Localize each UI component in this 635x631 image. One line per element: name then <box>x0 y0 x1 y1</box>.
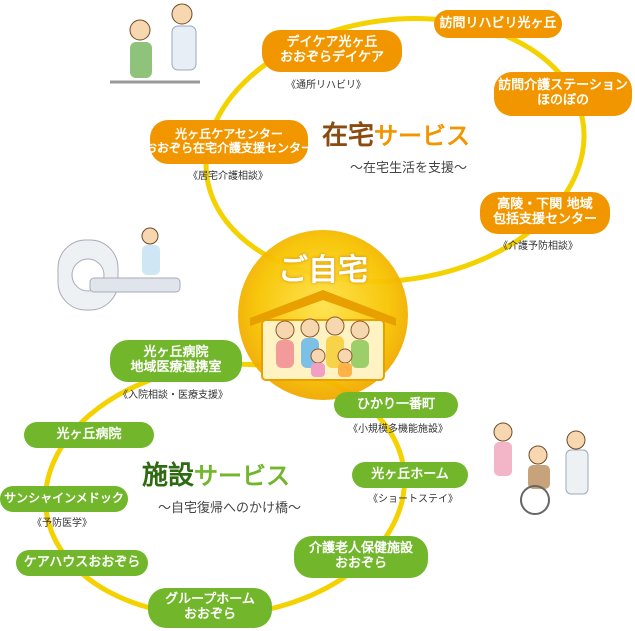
service-day-care[interactable]: デイケア光ヶ丘 おおぞらデイケア <box>262 30 402 72</box>
service-hospital[interactable]: 光ヶ丘病院 <box>24 422 154 448</box>
service-home-care-station-line2: ほのぼの <box>536 93 589 108</box>
service-care-house-line1: ケアハウスおおぞら <box>23 554 141 570</box>
service-geriatric-health-facility[interactable]: 介護老人保健施設 おおぞら <box>294 536 428 578</box>
service-hikari-ichibancho-line1: ひかり一番町 <box>356 396 435 412</box>
service-hikarigaoka-home-caption: 《ショートステイ》 <box>368 494 458 505</box>
service-regional-support-center-line2: 包括支援センター <box>492 212 597 227</box>
service-hospital-liaison-line2: 地域医療連携室 <box>130 360 222 375</box>
service-sunshine-medoc[interactable]: サンシャインメドック <box>0 486 128 512</box>
service-home-rehab[interactable]: 訪問リハビリ光ヶ丘 <box>434 10 562 38</box>
service-regional-support-center[interactable]: 高陵・下関 地域 包括支援センター <box>480 192 610 234</box>
service-day-care-line2: おおぞらデイケア <box>279 50 384 65</box>
service-geriatric-health-facility-line1: 介護老人保健施設 <box>308 541 413 557</box>
facility-services-subtitle: 〜自宅復帰へのかけ橋〜 <box>158 501 302 516</box>
service-hikarigaoka-home-line1: 光ヶ丘ホーム <box>371 466 449 482</box>
facility-services-title-a: 施設 <box>142 461 195 491</box>
service-sunshine-medoc-line1: サンシャインメドック <box>4 491 124 506</box>
facility-services-title-b: サービス <box>194 461 291 490</box>
center-home-label: ご自宅 <box>278 253 368 288</box>
service-group-home[interactable]: グループホーム おおぞら <box>148 588 272 628</box>
service-care-center[interactable]: 光ヶ丘ケアセンター おおぞら在宅介護支援センター <box>145 120 313 164</box>
service-group-home-line2: おおぞら <box>183 607 236 622</box>
service-care-center-line2: おおぞら在宅介護支援センター <box>145 141 314 155</box>
mri-scanner-illustration-icon <box>57 227 181 311</box>
facility-services-title: 施設サービス <box>142 455 290 492</box>
service-home-rehab-line1: 訪問リハビリ光ヶ丘 <box>439 15 557 31</box>
service-home-care-station-line1: 訪問介護ステーション <box>498 78 628 94</box>
service-geriatric-health-facility-line2: おおぞら <box>334 556 387 571</box>
service-group-home-line1: グループホーム <box>165 592 255 608</box>
service-hospital-liaison-line1: 光ヶ丘病院 <box>143 345 209 361</box>
service-hikari-ichibancho[interactable]: ひかり一番町 <box>334 392 458 418</box>
house-roof-icon <box>250 290 396 326</box>
home-services-title-b: サービス <box>374 121 471 150</box>
service-hikari-ichibancho-caption: 《小規模多機能施設》 <box>348 424 448 435</box>
home-services-title-a: 在宅 <box>322 121 375 151</box>
home-services-subtitle: 〜在宅生活を支援〜 <box>350 161 468 176</box>
service-day-care-caption: 《通所リハビリ》 <box>286 80 366 91</box>
service-hikarigaoka-home[interactable]: 光ヶ丘ホーム <box>352 462 468 488</box>
home-ring <box>203 16 587 284</box>
caregiver-illustration-icon <box>110 3 200 84</box>
home-services-title: 在宅サービス <box>322 115 470 152</box>
service-regional-support-center-caption: 《介護予防相談》 <box>498 241 578 252</box>
family-illustration-icon <box>275 316 370 377</box>
service-home-care-station[interactable]: 訪問介護ステーション ほのぼの <box>494 72 632 116</box>
service-hospital-liaison-caption: 《入院相談・医療支援》 <box>118 390 228 401</box>
service-hospital-liaison[interactable]: 光ヶ丘病院 地域医療連携室 <box>110 340 242 382</box>
service-care-center-caption: 《居宅介護相談》 <box>188 171 268 182</box>
wheelchair-illustration-icon <box>493 422 589 515</box>
service-care-house[interactable]: ケアハウスおおぞら <box>16 550 148 576</box>
service-sunshine-medoc-caption: 《予防医学》 <box>32 518 92 529</box>
service-hospital-line1: 光ヶ丘病院 <box>56 426 122 442</box>
service-care-center-line1: 光ヶ丘ケアセンター <box>175 127 283 142</box>
service-regional-support-center-line1: 高陵・下関 地域 <box>497 197 593 213</box>
service-day-care-line1: デイケア光ヶ丘 <box>286 35 378 51</box>
